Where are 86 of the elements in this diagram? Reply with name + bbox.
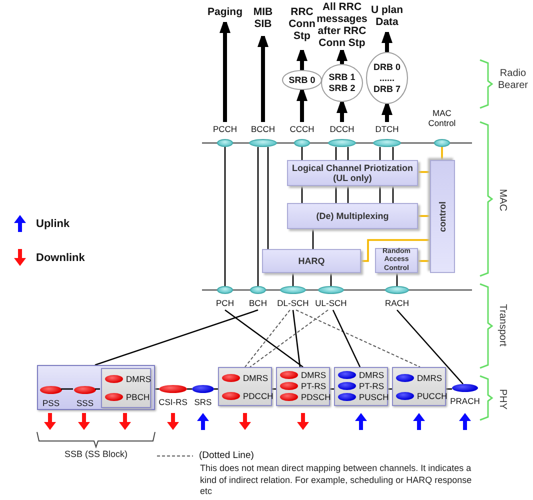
connector-line xyxy=(335,147,337,160)
connector-line xyxy=(392,147,394,160)
connector-line xyxy=(267,147,269,249)
connector-line xyxy=(392,186,394,203)
channel-label: DMRS xyxy=(301,370,326,380)
connector-line xyxy=(257,147,259,286)
mac-function-box: Logical Channel Priotization (UL only) xyxy=(287,160,418,186)
connector-line xyxy=(418,171,430,173)
channel-label: BCCH xyxy=(250,123,276,136)
radio-bearer-ellipse: SRB 0 xyxy=(282,70,322,90)
group-caption: SSB (SS Block) xyxy=(63,449,129,461)
connector-line xyxy=(95,388,100,390)
channel-label: CCCH xyxy=(288,123,316,136)
channel-label: PDSCH xyxy=(301,392,331,402)
channel-label: DCCH xyxy=(328,123,356,136)
channel-label: CSI-RS xyxy=(158,396,188,408)
channel-label: SRS xyxy=(193,396,213,408)
channel-label: PSS xyxy=(41,397,60,409)
layer-label: Transport xyxy=(496,302,508,348)
channel-label: PUSCH xyxy=(359,392,389,402)
channel-label: DL-SCH xyxy=(276,297,310,310)
channel-label: DMRS xyxy=(417,373,442,383)
connector-line xyxy=(379,186,381,203)
channel-label: MAC Control xyxy=(427,108,457,128)
channel-label: PCH xyxy=(215,297,235,310)
channel-label: PT-RS xyxy=(301,381,326,391)
legend-label: Uplink xyxy=(36,218,70,230)
channel-group-box xyxy=(276,367,330,406)
radio-bearer-ellipse: SRB 1 SRB 2 xyxy=(321,64,363,102)
connector-line xyxy=(418,260,430,262)
layer-label: MAC xyxy=(496,188,508,214)
channel-label: PDCCH xyxy=(243,391,274,401)
legend-label: (Dotted Line) xyxy=(199,450,254,462)
channel-label: DMRS xyxy=(126,374,152,384)
connector-line xyxy=(94,309,258,366)
destination-label: Paging xyxy=(205,6,245,22)
channel-group-box xyxy=(334,367,388,406)
connector-line xyxy=(292,273,294,286)
connector-line xyxy=(301,186,303,203)
channel-label: BCH xyxy=(248,297,268,310)
destination-label: MIB SIB xyxy=(247,6,279,36)
channel-label: PUCCH xyxy=(417,391,448,401)
destination-label: U plan Data xyxy=(367,4,407,32)
channel-label: PRACH xyxy=(449,395,481,407)
connector-line xyxy=(347,186,349,203)
channel-label: DMRS xyxy=(243,373,268,383)
channel-label: SSS xyxy=(75,397,94,409)
channel-label: PT-RS xyxy=(359,381,384,391)
channel-group-box xyxy=(218,367,272,406)
connector-line xyxy=(301,147,303,160)
radio-bearer-ellipse: DRB 0 ...... DRB 7 xyxy=(366,52,408,104)
connector-line xyxy=(396,310,464,384)
mac-function-box: HARQ xyxy=(262,249,361,273)
layer-label: Radio Bearer xyxy=(496,68,529,93)
channel-label: PBCH xyxy=(126,392,150,402)
connector-line xyxy=(224,309,304,368)
destination-label: All RRC messages after RRC Conn Stp xyxy=(314,1,370,50)
channel-label: DMRS xyxy=(359,370,384,380)
connector-line xyxy=(361,239,430,262)
connector-line xyxy=(335,186,337,203)
connector-line xyxy=(61,388,73,390)
channel-label: RACH xyxy=(384,297,410,310)
connector-line xyxy=(347,147,349,160)
dotted-line xyxy=(296,310,420,368)
channel-label: UL-SCH xyxy=(314,297,348,310)
layer-label: PHY xyxy=(496,388,508,412)
connector-line xyxy=(396,273,398,286)
connector-line xyxy=(312,229,314,249)
connector-line xyxy=(330,273,332,286)
connector-line xyxy=(441,147,443,160)
mac-function-box: (De) Multiplexing xyxy=(287,203,418,229)
dotted-line xyxy=(250,310,328,368)
legend-label: Downlink xyxy=(36,252,85,264)
note-text: This does not mean direct mapping between channels. It indicates a kind of indirect relation. For example, scheduling or HARQ response etc xyxy=(200,463,473,498)
connector-line xyxy=(224,147,226,286)
connector-line xyxy=(418,215,430,217)
channel-group-box xyxy=(392,367,446,406)
mac-function-box: control xyxy=(430,160,455,273)
channel-group-box xyxy=(101,368,151,408)
channel-label: PCCH xyxy=(212,123,238,136)
block-group-box xyxy=(37,365,155,410)
dotted-line xyxy=(244,310,290,368)
channel-label: DTCH xyxy=(374,123,400,136)
connector-line xyxy=(332,310,361,368)
connector-line xyxy=(292,310,301,368)
connector-line xyxy=(379,147,381,160)
